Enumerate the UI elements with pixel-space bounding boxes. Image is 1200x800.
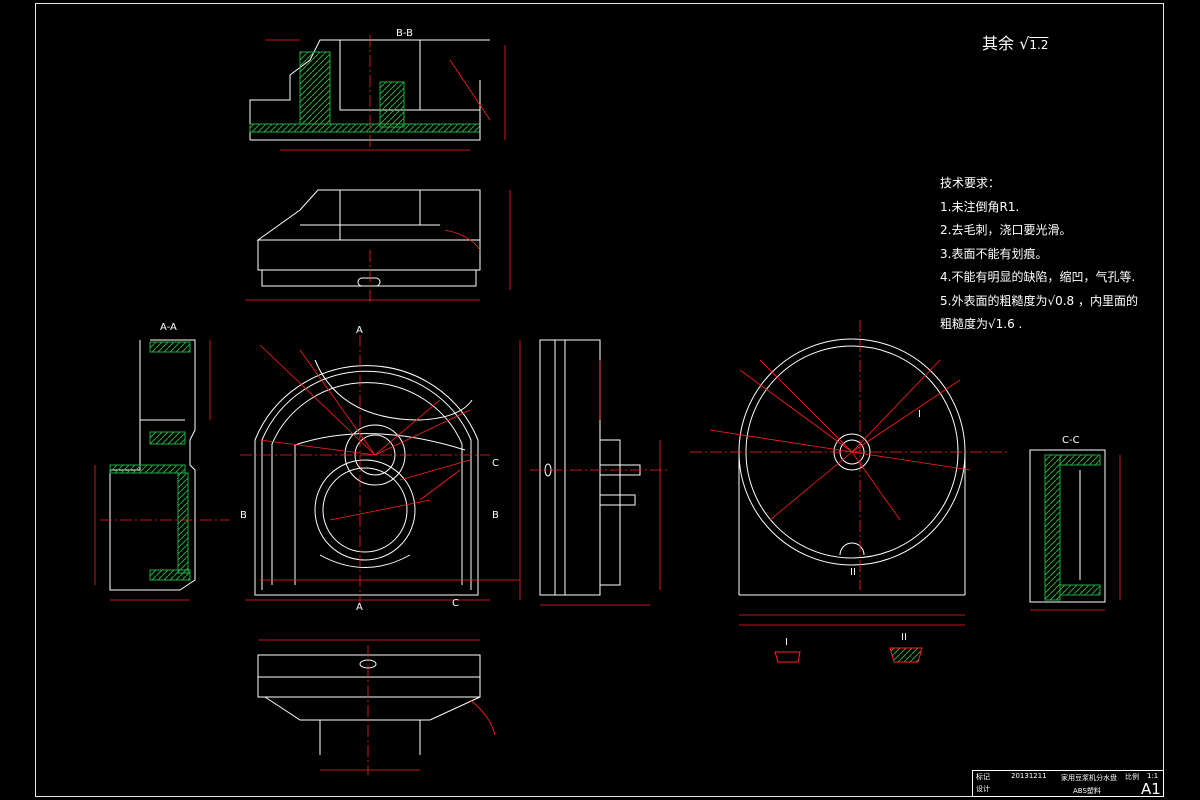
section-aa-dimensions <box>94 340 230 601</box>
section-bb-view <box>249 39 490 141</box>
requirements-title: 技术要求： <box>940 176 1001 190</box>
label-a-top: A <box>356 325 363 336</box>
side-view-dimensions <box>530 360 670 606</box>
requirement-item: 3.表面不能有划痕。 <box>940 246 1048 261</box>
front-view-dimensions <box>240 335 521 605</box>
title-block-scale-label: 比例 <box>1125 773 1139 781</box>
requirement-item: 1.未注倒角R1. <box>940 199 1020 214</box>
label-detail-2-mark: II <box>850 567 856 578</box>
section-aa-view <box>109 339 196 591</box>
detail-views <box>774 647 923 663</box>
label-aa: A-A <box>160 322 177 333</box>
technical-requirements: 技术要求： 1.未注倒角R1. 2.去毛刺，浇口要光滑。 3.表面不能有划痕。 … <box>940 172 1138 337</box>
label-c-right: C <box>492 458 499 469</box>
title-block-label1: 标记 <box>976 773 990 781</box>
label-bb: B-B <box>396 28 413 39</box>
top-view-dimensions <box>245 190 511 305</box>
section-cc-dimensions <box>1030 455 1121 611</box>
rear-view-dimensions <box>690 320 1010 626</box>
title-block-scale: 1:1 <box>1147 772 1159 780</box>
roughness-note: 其余 √1.2 <box>982 30 1048 54</box>
section-cc-view <box>1029 449 1106 603</box>
requirement-item: 4.不能有明显的缺陷，缩凹，气孔等. <box>940 270 1136 284</box>
section-bb-dimensions <box>265 35 506 151</box>
title-block-sheet: A1 <box>1141 780 1161 798</box>
label-a-bottom: A <box>356 602 363 613</box>
title-block-code: 20131211 <box>1011 772 1047 780</box>
label-b-left: B <box>240 510 247 521</box>
label-detail-1: I <box>785 637 788 648</box>
title-block-part-name: 家用豆浆机分水盘 <box>1061 774 1117 782</box>
bottom-view-dimensions <box>258 639 496 775</box>
label-detail-2: II <box>901 632 907 643</box>
label-c-bottom: C <box>452 598 459 609</box>
roughness-value: 1.2 <box>1029 38 1049 52</box>
title-block: 标记 设计 20131211 家用豆浆机分水盘 ABS塑料 比例 1:1 A1 <box>972 770 1164 798</box>
label-cc: C-C <box>1062 435 1080 446</box>
requirement-item: 5.外表面的粗糙度为√0.8 ，内里面的 <box>940 293 1138 308</box>
label-detail-1-mark: I <box>918 409 921 420</box>
title-block-material: ABS塑料 <box>1073 787 1101 795</box>
label-b-right: B <box>492 510 499 521</box>
roughness-prefix: 其余 <box>982 34 1015 53</box>
title-block-label2: 设计 <box>976 785 990 793</box>
side-view <box>539 339 641 596</box>
drawing-frame <box>35 3 1164 797</box>
top-view <box>256 189 481 287</box>
requirement-item: 2.去毛刺，浇口要光滑。 <box>940 223 1072 237</box>
roughness-symbol-icon: √ <box>1019 34 1030 53</box>
requirement-item: 粗糙度为√1.6 . <box>940 317 1023 331</box>
